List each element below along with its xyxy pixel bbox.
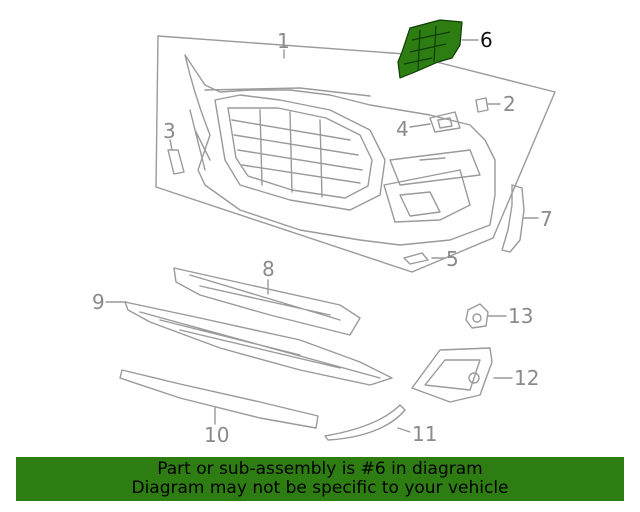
part-12-bezel [411, 347, 493, 403]
callout-11: 11 [412, 422, 437, 446]
banner-line-2: Diagram may not be specific to your vehi… [131, 478, 509, 498]
part-10-lower-trim [119, 369, 319, 429]
callout-1: 1 [277, 29, 290, 53]
callout-labels: 1 2 3 4 5 6 7 8 9 10 11 12 13 [92, 28, 553, 447]
callout-13: 13 [508, 304, 533, 328]
callout-2: 2 [503, 92, 516, 116]
part-3-trim [167, 149, 185, 175]
part-7-bracket [501, 184, 525, 253]
part-2-clip [475, 97, 489, 113]
part-11-strip [324, 404, 406, 441]
callout-12: 12 [514, 366, 539, 390]
part-4-bracket [429, 111, 461, 133]
bumper-cover [184, 54, 496, 246]
part-5-cover [403, 252, 429, 265]
part-13-hole [472, 313, 482, 323]
callout-4: 4 [396, 117, 409, 141]
callout-8: 8 [262, 257, 275, 281]
part-13-cap [465, 303, 489, 329]
callout-6: 6 [480, 28, 493, 52]
callout-3: 3 [163, 119, 176, 143]
leader-lines [105, 39, 539, 433]
parts-diagram: 1 2 3 4 5 6 7 8 9 10 11 12 13 [92, 19, 556, 447]
part-6-highlighted[interactable] [397, 19, 463, 79]
callout-5: 5 [446, 247, 459, 271]
info-banner: Part or sub-assembly is #6 in diagram Di… [16, 457, 624, 501]
part-12-lamp [468, 372, 480, 384]
banner-line-1: Part or sub-assembly is #6 in diagram [157, 459, 483, 479]
part-9-grille [124, 301, 393, 386]
part-8-reinforcement [173, 267, 361, 336]
callout-7: 7 [540, 207, 553, 231]
callout-9: 9 [92, 290, 105, 314]
callout-10: 10 [204, 423, 229, 447]
